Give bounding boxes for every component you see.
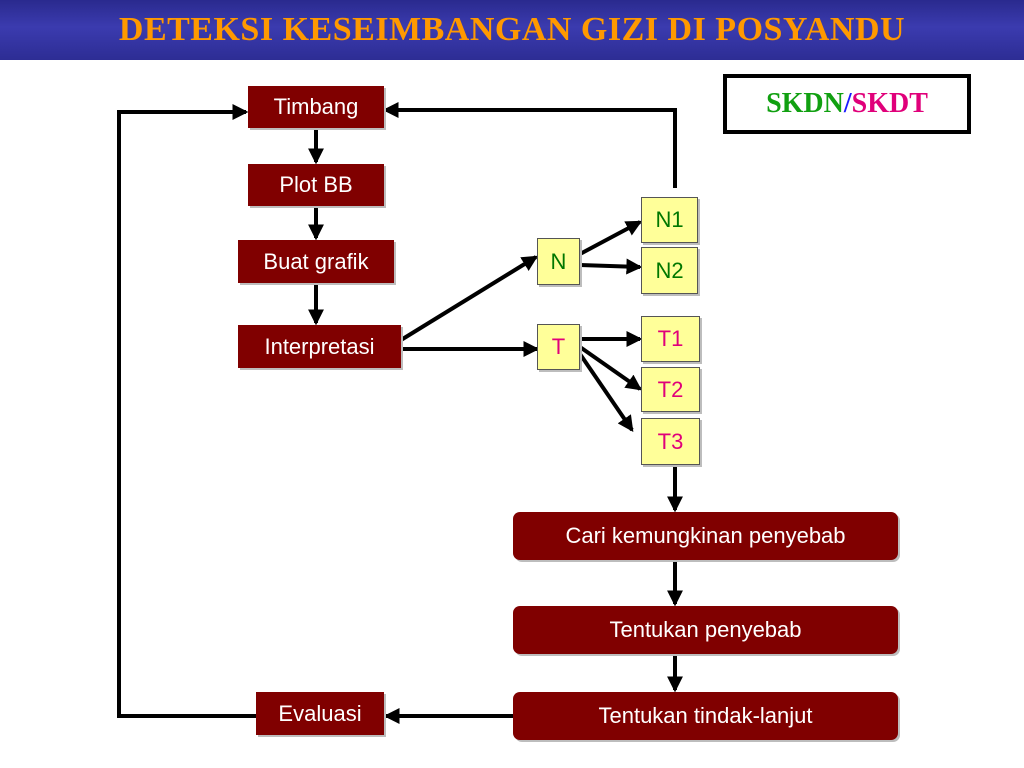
skdn-text: SKDN xyxy=(766,88,844,119)
branch-t3: T3 xyxy=(641,418,700,465)
branch-n2-label: N2 xyxy=(655,257,684,283)
skdn-skdt-label: SKDN/SKDT xyxy=(723,74,971,134)
action-tentukan-tindak-lanjut: Tentukan tindak-lanjut xyxy=(513,692,898,740)
step-interpretasi-label: Interpretasi xyxy=(264,333,375,359)
action-tentukan-tindak-lanjut-label: Tentukan tindak-lanjut xyxy=(598,703,813,728)
branch-n1: N1 xyxy=(641,197,698,243)
step-timbang-label: Timbang xyxy=(273,94,359,119)
branch-t: T xyxy=(537,324,580,370)
skdt-text: SKDT xyxy=(851,88,928,119)
step-plot-bb: Plot BB xyxy=(248,164,384,206)
branch-t1: T1 xyxy=(641,316,700,362)
branch-t-label: T xyxy=(551,334,566,359)
arrow-t-t3 xyxy=(578,352,634,432)
step-buat-grafik: Buat grafik xyxy=(238,240,394,283)
step-buat-grafik-label: Buat grafik xyxy=(263,248,369,274)
step-evaluasi-label: Evaluasi xyxy=(278,700,362,726)
step-plot-bb-label: Plot BB xyxy=(279,172,353,197)
action-tentukan-penyebab: Tentukan penyebab xyxy=(513,606,898,654)
step-evaluasi: Evaluasi xyxy=(256,692,384,735)
branch-t2: T2 xyxy=(641,367,700,412)
branch-t2-label: T2 xyxy=(657,376,684,402)
page-title: DETEKSI KESEIMBANGAN GIZI DI POSYANDU xyxy=(118,11,906,48)
branch-n: N xyxy=(537,238,580,285)
arrow-t-t2 xyxy=(578,345,642,391)
branch-t3-label: T3 xyxy=(657,428,684,454)
branch-t1-label: T1 xyxy=(657,326,684,351)
step-interpretasi: Interpretasi xyxy=(238,325,401,368)
arrow-n-n2 xyxy=(579,258,643,275)
action-cari-penyebab: Cari kemungkinan penyebab xyxy=(513,512,898,560)
branch-n2: N2 xyxy=(641,247,698,294)
step-timbang: Timbang xyxy=(248,86,384,128)
arrow-n-n1 xyxy=(579,220,643,256)
branch-n1-label: N1 xyxy=(655,207,684,232)
title-bar: DETEKSI KESEIMBANGAN GIZI DI POSYANDU xyxy=(0,0,1024,60)
skdn-separator: / xyxy=(843,88,852,119)
branch-n-label: N xyxy=(550,248,567,274)
action-tentukan-penyebab-label: Tentukan penyebab xyxy=(609,617,802,642)
arrow-interpretasi-n xyxy=(399,255,539,342)
arrow-n1-timbang xyxy=(382,102,677,188)
arrow-evaluasi-timbang xyxy=(117,104,256,718)
action-cari-penyebab-label: Cari kemungkinan penyebab xyxy=(565,523,846,548)
